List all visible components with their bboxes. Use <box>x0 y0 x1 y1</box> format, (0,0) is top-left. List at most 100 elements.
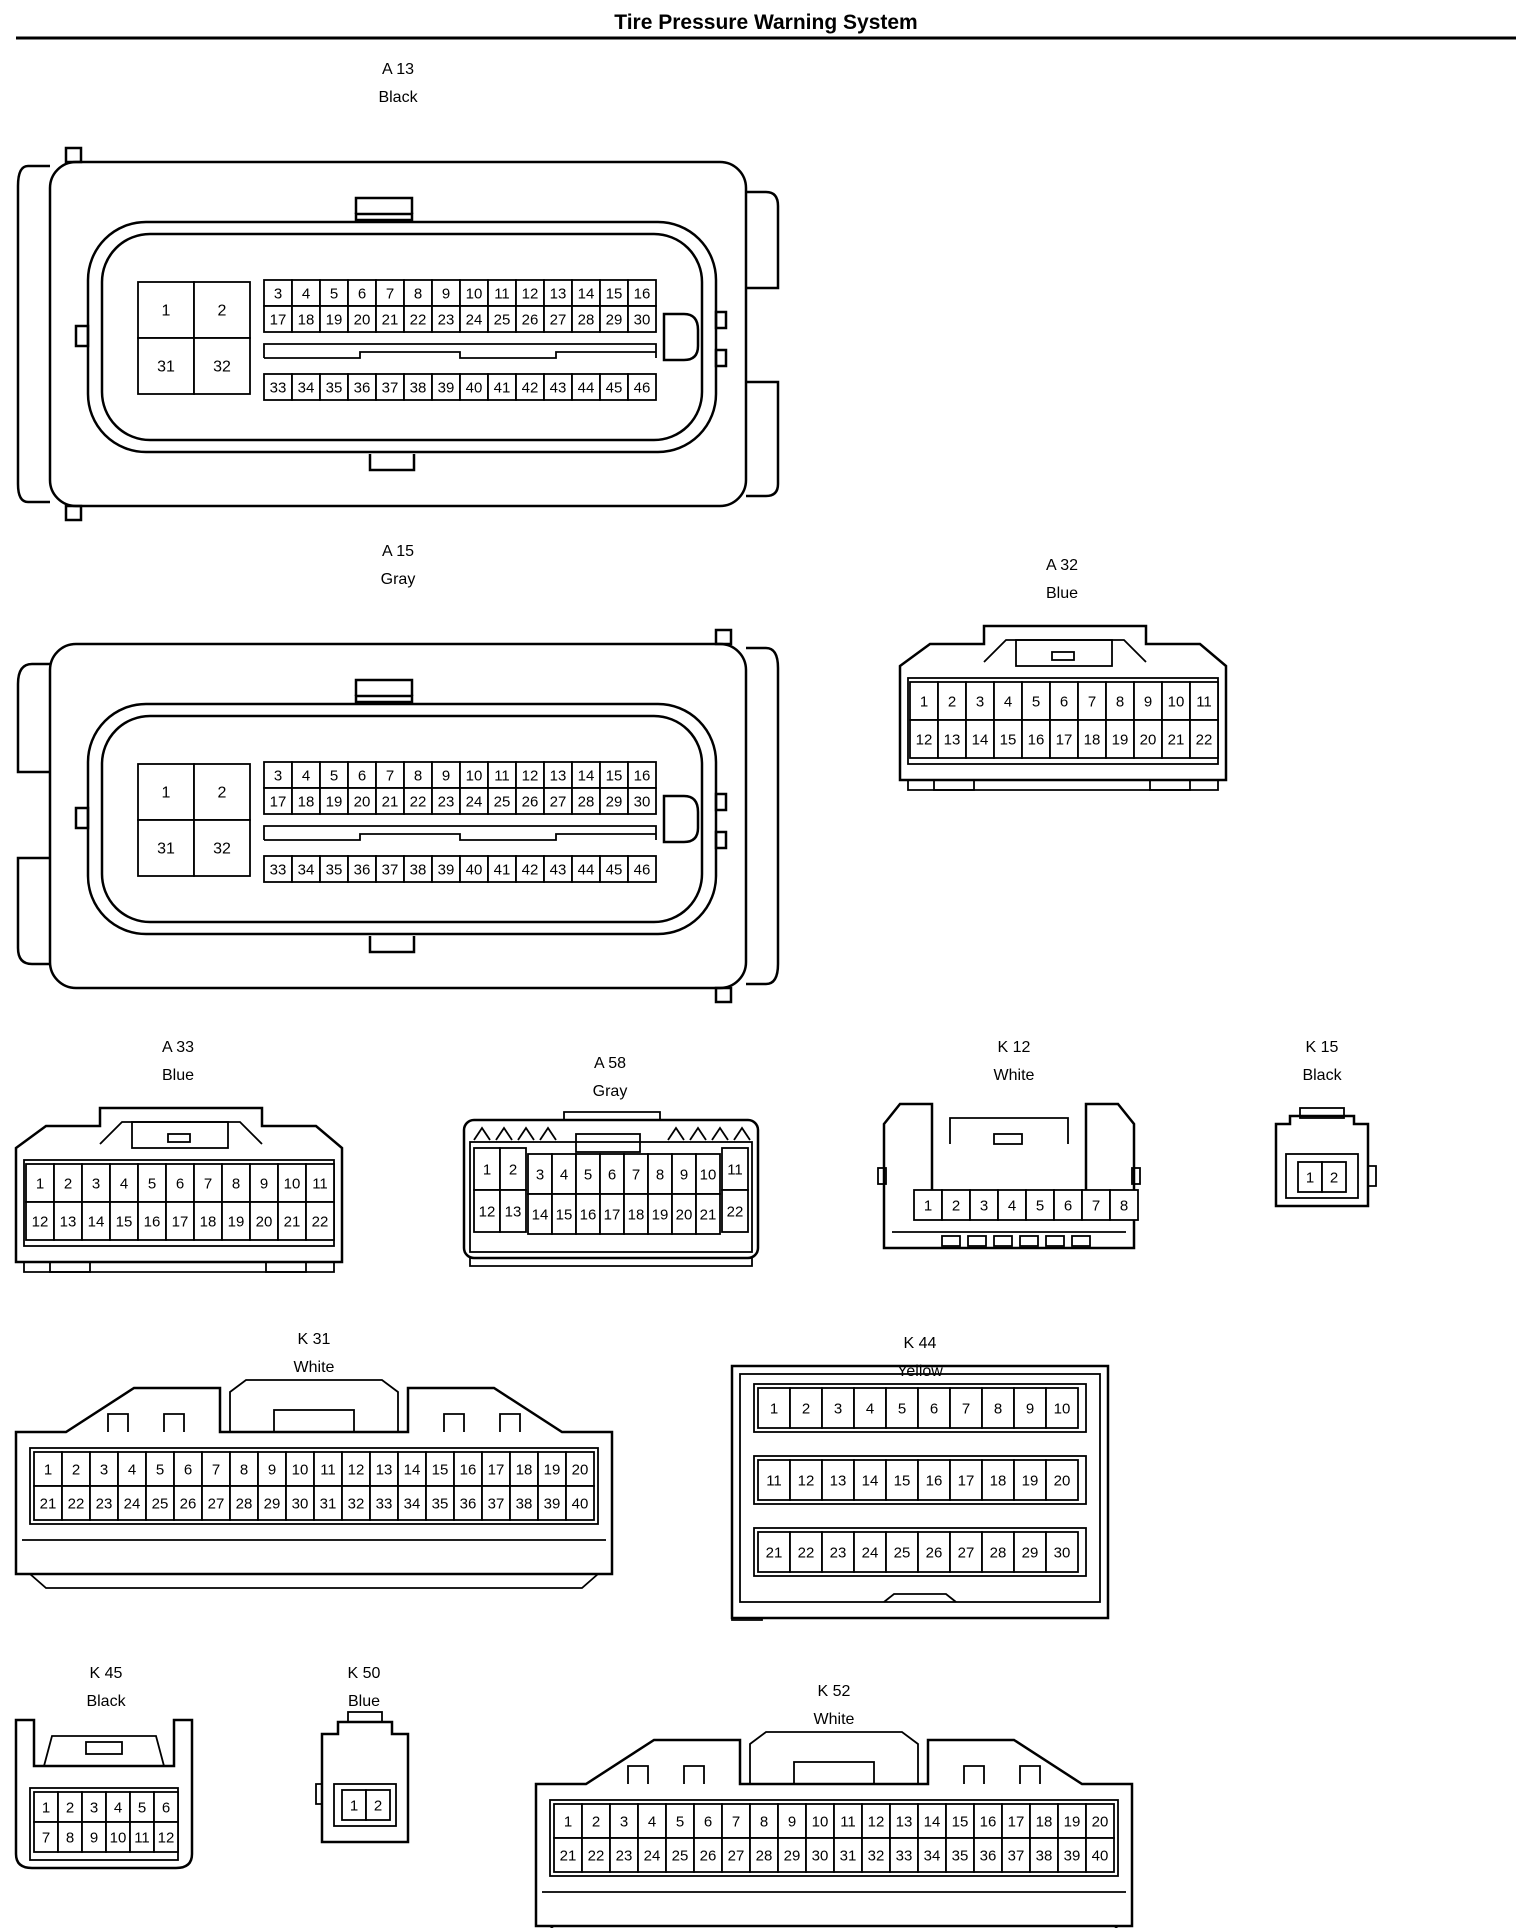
pin-number: 2 <box>218 785 227 802</box>
top-latch <box>354 196 414 214</box>
pin-cell <box>263 373 293 401</box>
pin-number: 10 <box>110 1830 127 1847</box>
pin-number: 34 <box>924 1848 941 1865</box>
pin-cell <box>305 1163 335 1203</box>
pin-cell <box>1057 1837 1087 1873</box>
pin-number: 30 <box>634 312 651 329</box>
pin-number: 2 <box>66 1800 74 1817</box>
pin-cell <box>1085 1837 1115 1873</box>
pin-cell <box>105 1791 131 1823</box>
pin-number: 35 <box>432 1496 449 1513</box>
pin-cell <box>777 1803 807 1839</box>
pin-number: 44 <box>578 380 595 397</box>
pin-number: 12 <box>916 732 933 749</box>
top-latch-base <box>354 694 414 704</box>
pin-number: 8 <box>656 1167 664 1184</box>
pin-number: 17 <box>958 1473 975 1490</box>
pin-cell <box>319 279 349 307</box>
left-key <box>315 1783 322 1805</box>
pin-number: 11 <box>1196 694 1212 711</box>
pin-cell <box>193 1163 223 1203</box>
rib <box>499 1413 521 1432</box>
top-latch <box>563 1111 661 1120</box>
pin-cell <box>637 1837 667 1873</box>
pin-number: 10 <box>284 1176 301 1193</box>
pin-number: 1 <box>1306 1170 1314 1187</box>
pin-cell <box>319 373 349 401</box>
top-latch <box>749 1731 919 1784</box>
base-rail <box>23 1262 335 1273</box>
pin-number: 25 <box>672 1848 689 1865</box>
pin-cell <box>537 1451 567 1487</box>
pin-number: 6 <box>358 768 366 785</box>
connector-id: K 52 <box>818 1683 851 1700</box>
pin-number: 7 <box>732 1814 740 1831</box>
pin-number: 34 <box>404 1496 421 1513</box>
pin-number: 22 <box>410 312 427 329</box>
pin-cell <box>249 1201 279 1241</box>
pin-cell <box>1045 1387 1079 1429</box>
pin-number: 9 <box>788 1814 796 1831</box>
right-key <box>1131 1167 1141 1185</box>
pin-number: 22 <box>410 794 427 811</box>
pin-number: 19 <box>544 1462 561 1479</box>
pin-cell <box>789 1459 823 1501</box>
pin-number: 5 <box>1032 694 1040 711</box>
pin-number: 14 <box>88 1214 105 1231</box>
pin-cell <box>571 279 601 307</box>
lock-tab <box>662 312 700 362</box>
pin-number: 10 <box>466 768 483 785</box>
pin-number: 39 <box>544 1496 561 1513</box>
side-key <box>1368 1165 1377 1187</box>
pin-number: 1 <box>924 1198 932 1215</box>
right-flange <box>746 646 780 986</box>
housing-outline <box>48 160 748 508</box>
pin-cell <box>305 1201 335 1241</box>
pin-number: 32 <box>868 1848 885 1865</box>
connector-id: A 33 <box>162 1039 194 1056</box>
pin-number: 13 <box>896 1814 913 1831</box>
pin-number: 11 <box>766 1473 782 1490</box>
pin-number: 3 <box>980 1198 988 1215</box>
pin-number: 11 <box>312 1176 328 1193</box>
pin-number: 21 <box>284 1214 301 1231</box>
pin-number: 29 <box>606 794 623 811</box>
housing-outline <box>1274 1114 1370 1208</box>
base-slot <box>941 1235 961 1247</box>
pin-number: 18 <box>516 1462 533 1479</box>
pin-number: 11 <box>840 1814 856 1831</box>
pin-number: 15 <box>952 1814 969 1831</box>
pin-cell <box>173 1451 203 1487</box>
pin-cell <box>537 1485 567 1521</box>
top-latch <box>43 1735 165 1767</box>
pin-cell <box>481 1485 511 1521</box>
pin-cell <box>885 1459 919 1501</box>
left-key <box>877 1167 887 1185</box>
housing-outline <box>730 1364 1110 1620</box>
connector-color: Black <box>86 1693 126 1710</box>
latch-window <box>273 1409 355 1433</box>
pin-cell <box>313 1485 343 1521</box>
right-upper-flange <box>746 190 780 290</box>
top-latch <box>347 1711 383 1723</box>
pin-number: 3 <box>976 694 984 711</box>
pin-number: 20 <box>676 1207 693 1224</box>
pin-number: 1 <box>350 1798 358 1815</box>
bottom-right-tab <box>714 986 733 1004</box>
pin-number: 6 <box>1060 694 1068 711</box>
pin-cell <box>53 1163 83 1203</box>
bottom-latch <box>368 936 416 954</box>
pin-number: 32 <box>348 1496 365 1513</box>
pin-cell <box>861 1837 891 1873</box>
pin-number: 10 <box>1054 1401 1071 1418</box>
pin-number: 43 <box>550 380 567 397</box>
housing-outline <box>898 624 1228 782</box>
pin-number: 22 <box>798 1545 815 1562</box>
pin-number: 27 <box>958 1545 975 1562</box>
pin-cell <box>565 1451 595 1487</box>
pin-number: 7 <box>386 286 394 303</box>
